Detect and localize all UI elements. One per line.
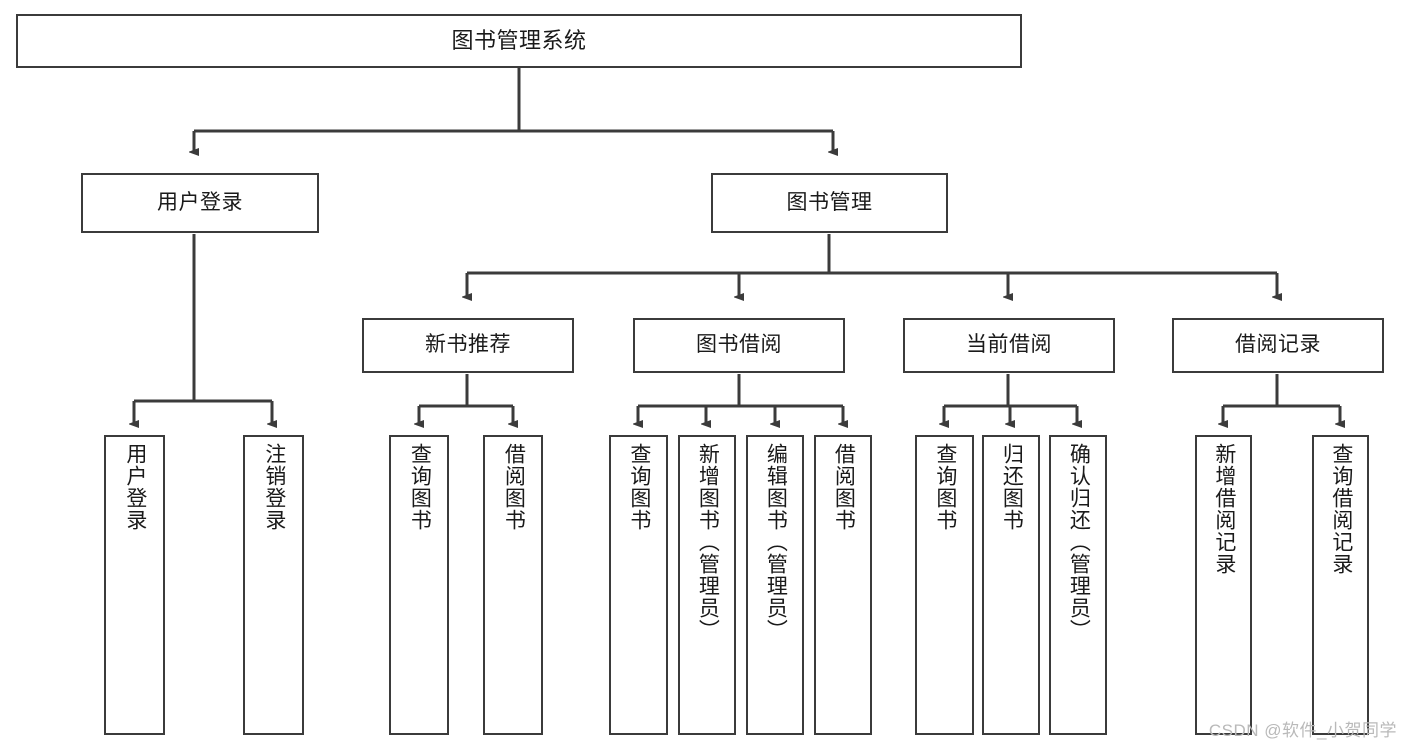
node-label: 新书推荐 bbox=[425, 333, 511, 357]
csdn-watermark: CSDN @软件_小贺同学 bbox=[1208, 721, 1397, 740]
node-label: 用户登录 bbox=[157, 190, 243, 214]
node-label: 归还图书 bbox=[1000, 443, 1024, 531]
node-label: 图书管理 bbox=[786, 190, 873, 214]
node-label: 查询图书 bbox=[933, 443, 957, 531]
node-label: 当前借阅 bbox=[966, 333, 1052, 357]
node-label: 确认归还（管理员） bbox=[1067, 443, 1091, 641]
node-book-management[interactable]: 图书管理 bbox=[711, 173, 948, 233]
leaf-add-book-admin[interactable]: 新增图书（管理员） bbox=[678, 435, 736, 735]
leaf-return-book[interactable]: 归还图书 bbox=[982, 435, 1040, 735]
node-label: 图书管理系统 bbox=[451, 28, 587, 54]
node-label: 查询图书 bbox=[627, 443, 651, 531]
leaf-query-borrow-record[interactable]: 查询借阅记录 bbox=[1312, 435, 1369, 735]
node-label: 注销登录 bbox=[262, 443, 286, 531]
node-label: 用户登录 bbox=[123, 443, 147, 531]
node-book-borrow[interactable]: 图书借阅 bbox=[633, 318, 845, 373]
node-label: 新增图书（管理员） bbox=[696, 443, 720, 641]
leaf-user-login[interactable]: 用户登录 bbox=[104, 435, 165, 735]
leaf-edit-book-admin[interactable]: 编辑图书（管理员） bbox=[746, 435, 804, 735]
node-label: 编辑图书（管理员） bbox=[764, 443, 788, 641]
node-current-borrow[interactable]: 当前借阅 bbox=[903, 318, 1115, 373]
node-label: 借阅记录 bbox=[1235, 333, 1321, 357]
node-label: 图书借阅 bbox=[696, 333, 782, 357]
node-label: 借阅图书 bbox=[502, 443, 526, 531]
leaf-query-book-current[interactable]: 查询图书 bbox=[915, 435, 974, 735]
leaf-add-borrow-record[interactable]: 新增借阅记录 bbox=[1195, 435, 1252, 735]
leaf-logout-login[interactable]: 注销登录 bbox=[243, 435, 304, 735]
node-borrow-record[interactable]: 借阅记录 bbox=[1172, 318, 1384, 373]
node-label: 查询借阅记录 bbox=[1329, 443, 1353, 575]
node-label: 新增借阅记录 bbox=[1212, 443, 1236, 575]
node-label: 借阅图书 bbox=[832, 443, 856, 531]
node-new-book-recommend[interactable]: 新书推荐 bbox=[362, 318, 574, 373]
leaf-query-book-recommend[interactable]: 查询图书 bbox=[389, 435, 449, 735]
node-label: 查询图书 bbox=[408, 443, 432, 531]
leaf-borrow-book[interactable]: 借阅图书 bbox=[814, 435, 872, 735]
leaf-borrow-book-recommend[interactable]: 借阅图书 bbox=[483, 435, 543, 735]
node-user-login[interactable]: 用户登录 bbox=[81, 173, 319, 233]
leaf-query-book-borrow[interactable]: 查询图书 bbox=[609, 435, 668, 735]
leaf-confirm-return-admin[interactable]: 确认归还（管理员） bbox=[1049, 435, 1107, 735]
node-book-management-system[interactable]: 图书管理系统 bbox=[16, 14, 1022, 68]
